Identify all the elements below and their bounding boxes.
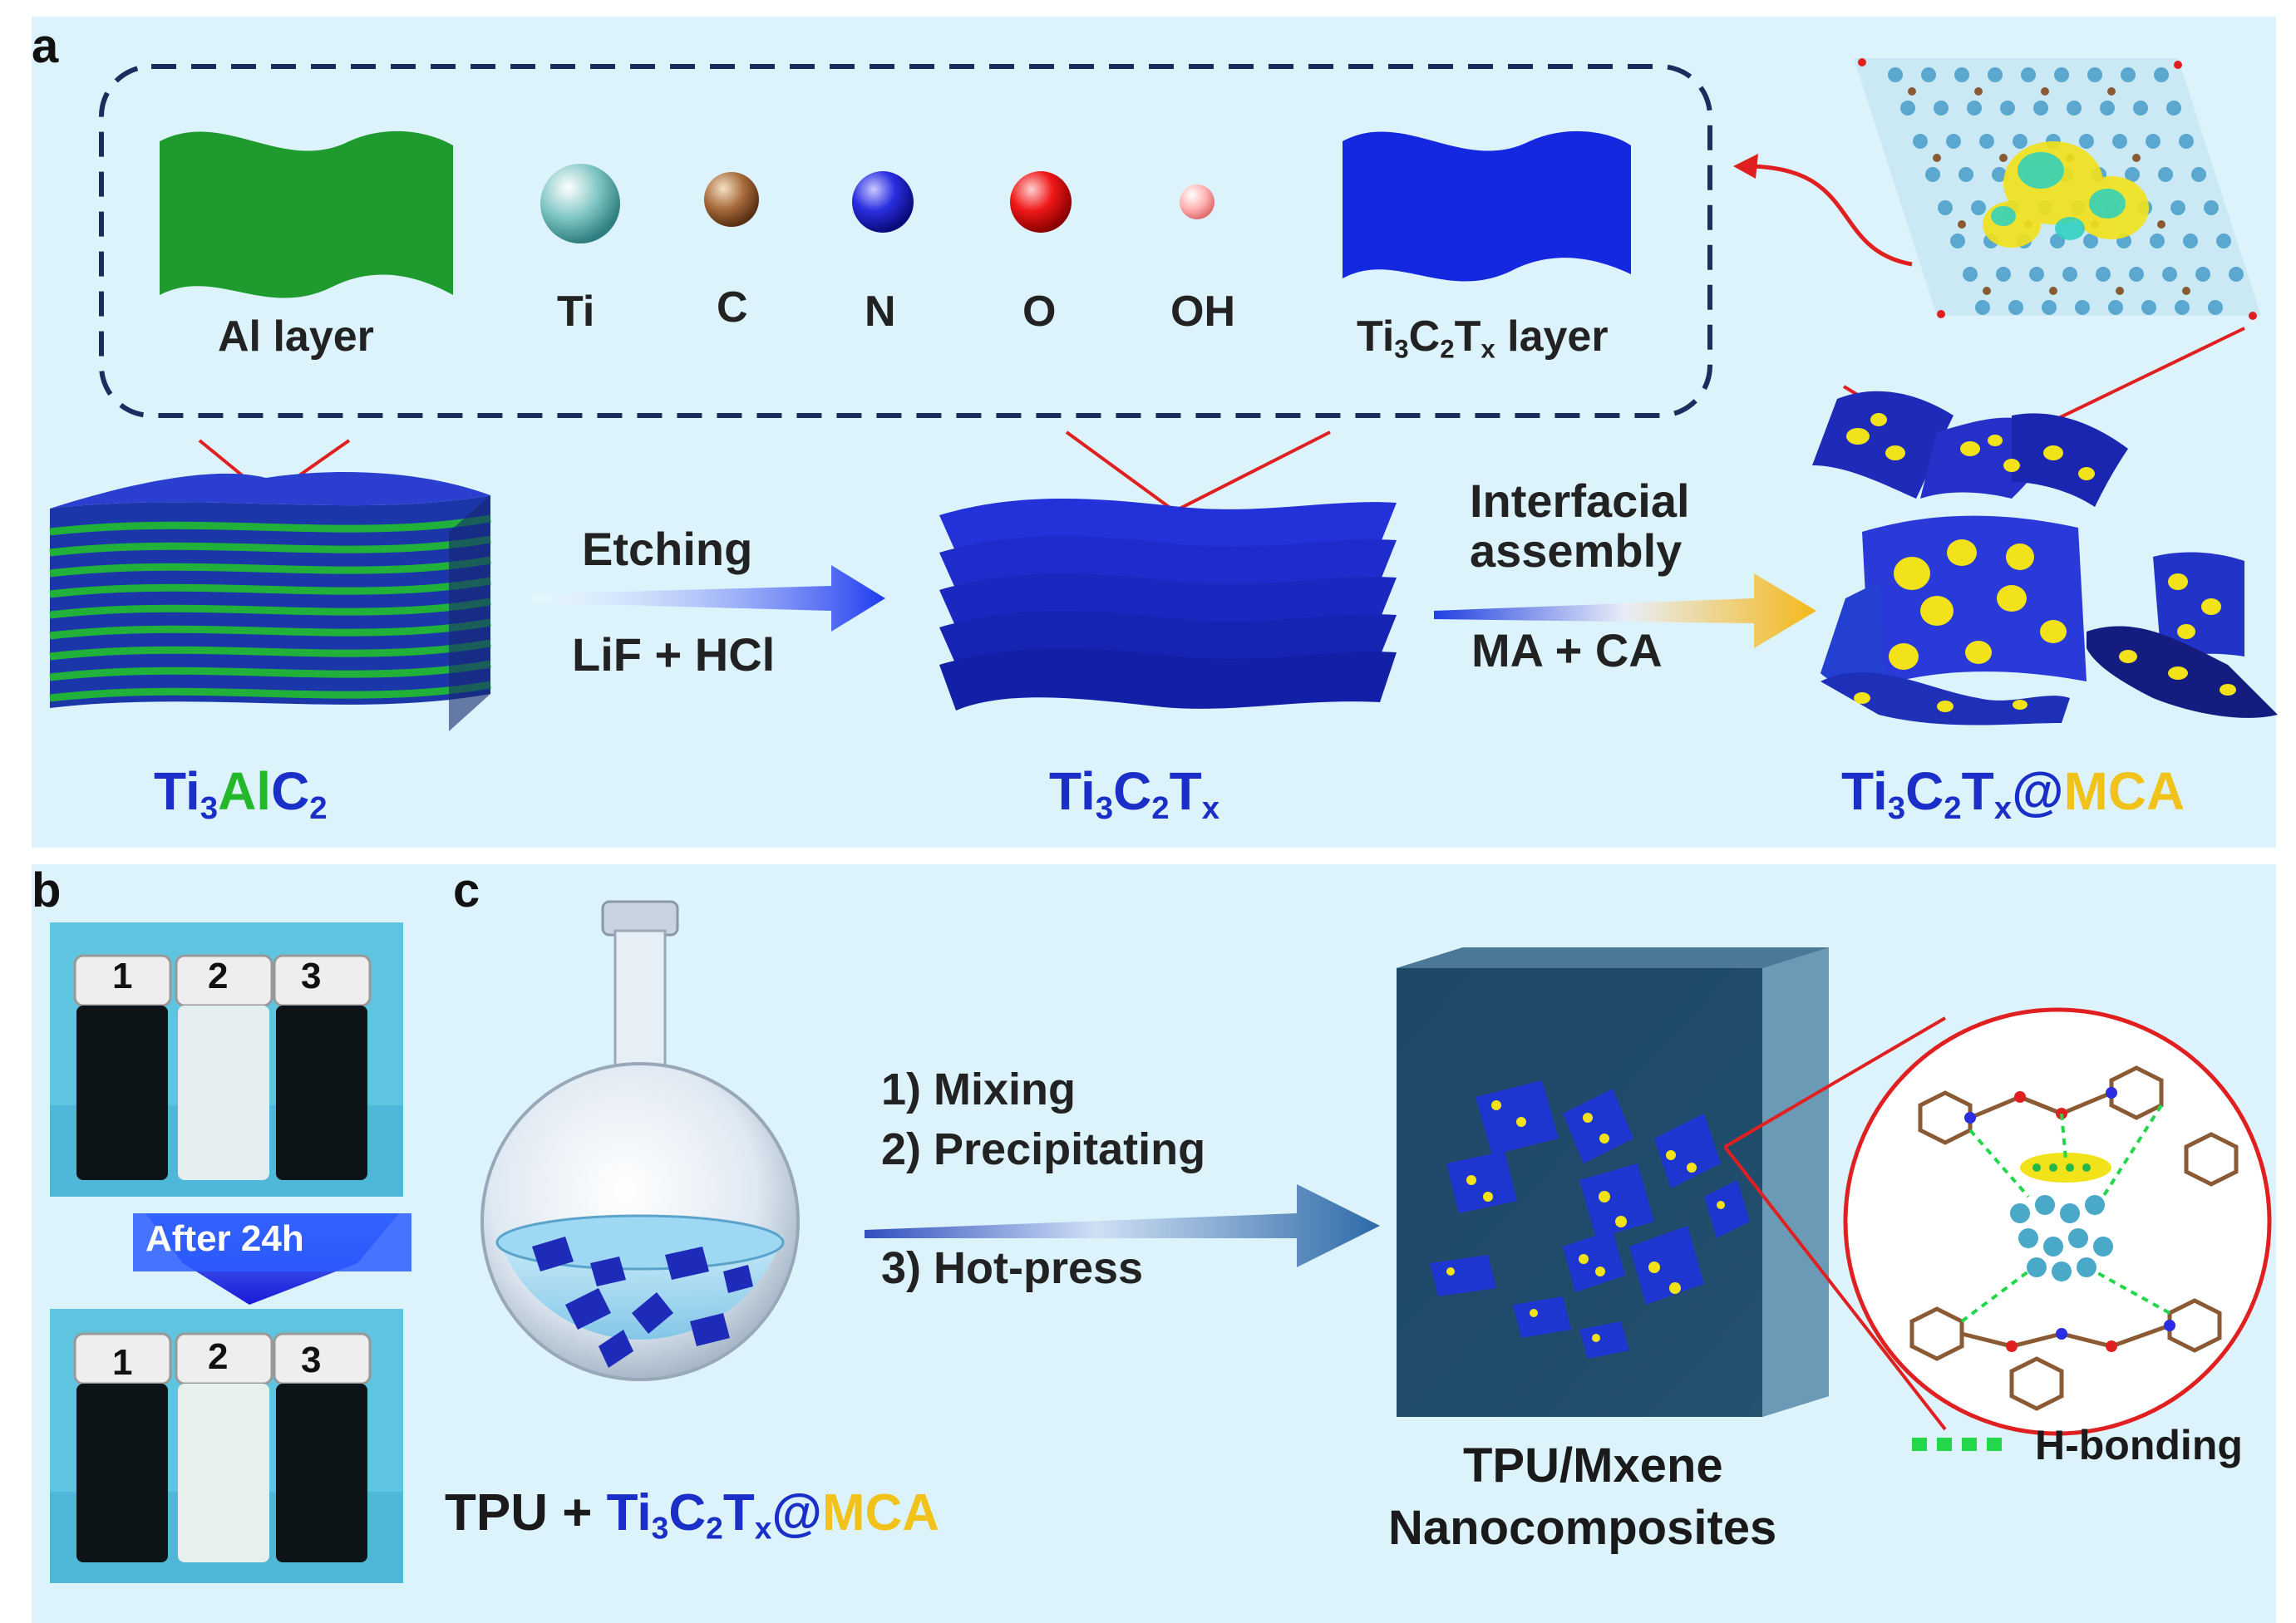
n-atom-icon <box>852 171 914 233</box>
vial-number-2-after: 2 <box>208 1336 229 1377</box>
ti3c2tx-stack <box>939 499 1397 711</box>
vial-number-1: 1 <box>112 956 133 996</box>
c-atom-icon <box>704 172 759 227</box>
panel-letter-b: b <box>32 863 62 917</box>
after-24h-label: After 24h <box>145 1218 304 1259</box>
hbond-label: H-bonding <box>2035 1422 2243 1468</box>
panel-letter-a: a <box>32 19 59 73</box>
nanocomposite-cube <box>1397 947 1829 1417</box>
ti3c2tx-label: Ti3C2Tx <box>1049 761 1220 826</box>
tpu-mix-label: TPU + Ti3C2Tx@MCA <box>445 1484 940 1546</box>
legend-mxene-layer: Ti3C2Tx layer <box>1357 312 1609 364</box>
mxene-mca-flakes <box>1812 391 2278 725</box>
etching-label: Etching <box>582 523 753 575</box>
oh-atom-icon <box>1180 184 1215 219</box>
ti3alc2-label: Ti3AlC2 <box>154 761 328 826</box>
panel-letter-c: c <box>453 863 480 917</box>
legend-ti: Ti <box>557 288 595 336</box>
step-hot-press: 3) Hot-press <box>881 1243 1144 1293</box>
vial-number-3-after: 3 <box>301 1340 322 1380</box>
o-atom-icon <box>1010 171 1072 233</box>
dft-lattice-image <box>1854 58 2261 320</box>
process-arrow <box>865 1184 1380 1267</box>
assembly-reagent: MA + CA <box>1471 624 1663 676</box>
nanocomposite-label-2: Nanocomposites <box>1388 1501 1777 1555</box>
hbond-legend-dashes <box>1912 1438 2002 1451</box>
etching-arrow <box>532 565 885 632</box>
mxene-layer-swatch <box>1343 130 1631 282</box>
legend-oh: OH <box>1170 288 1235 336</box>
assembly-label-2: assembly <box>1470 524 1683 577</box>
assembly-arrow <box>1434 573 1816 648</box>
etching-reagent: LiF + HCl <box>572 628 776 681</box>
ti3c2tx-mca-label: Ti3C2Tx@MCA <box>1841 761 2185 826</box>
ti3alc2-stack <box>49 471 491 731</box>
hbond-molecule-zoom <box>1843 1007 2272 1436</box>
step-mixing: 1) Mixing <box>881 1065 1077 1114</box>
al-layer-swatch <box>160 130 453 298</box>
vials-after <box>50 1309 403 1583</box>
legend-c: C <box>717 283 748 332</box>
ti-atom-icon <box>540 164 620 243</box>
vial-number-3: 3 <box>301 956 322 996</box>
nanocomposite-label-1: TPU/Mxene <box>1463 1439 1723 1493</box>
assembly-label-1: Interfacial <box>1470 475 1690 527</box>
legend-n: N <box>865 288 896 336</box>
legend-o: O <box>1022 288 1057 336</box>
round-bottom-flask <box>480 900 800 1381</box>
vial-number-1-after: 1 <box>112 1342 133 1383</box>
legend-al-layer: Al layer <box>218 312 374 361</box>
vials-before <box>50 922 403 1197</box>
vial-number-2: 2 <box>208 956 229 996</box>
step-precipitating: 2) Precipitating <box>881 1124 1206 1174</box>
